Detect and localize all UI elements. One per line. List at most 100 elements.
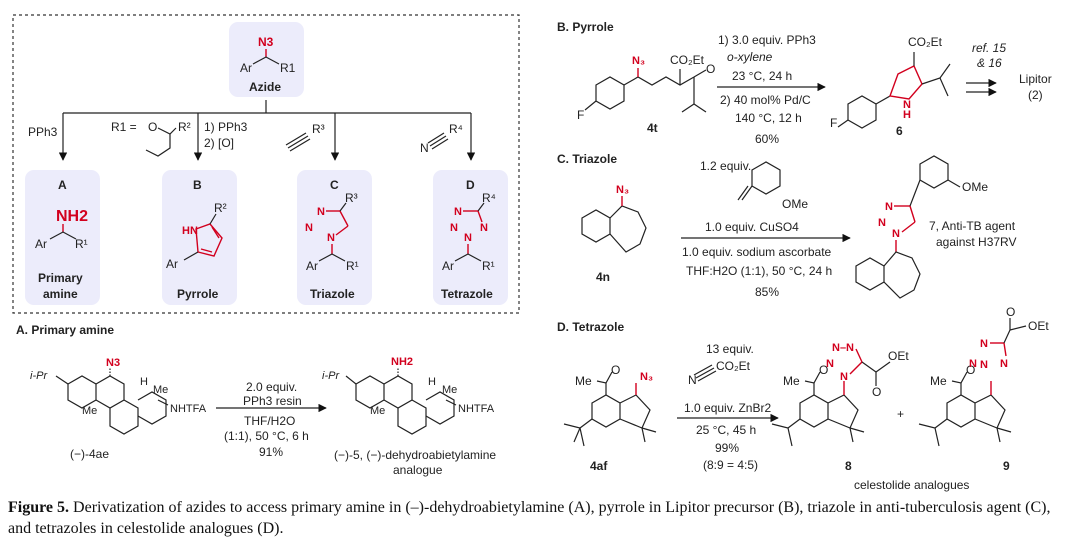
- svg-text:o-xylene: o-xylene: [727, 50, 773, 64]
- svg-text:D: D: [466, 178, 475, 192]
- substrate-4n: N₃ 4n: [581, 184, 647, 284]
- branch-b-reagent-2: 2) [O]: [204, 136, 234, 150]
- substrate-label-4ae: (−)-4ae: [70, 447, 109, 461]
- product-label-7: 7, Anti-TB agent: [929, 219, 1016, 233]
- substrate-label-4af: 4af: [590, 459, 608, 473]
- product-box-d: D R⁴ N N N N Ar R¹ Tetrazole: [433, 170, 508, 305]
- svg-text:Pyrrole: Pyrrole: [177, 287, 219, 301]
- dashed-border: [12, 14, 520, 314]
- svg-text:N₃: N₃: [616, 184, 629, 196]
- svg-text:C: C: [330, 178, 339, 192]
- svg-text:N: N: [840, 371, 848, 383]
- branch-a-reagent: PPh3: [28, 125, 58, 139]
- svg-text:85%: 85%: [755, 285, 779, 299]
- lipitor-label: Lipitor: [1019, 72, 1052, 86]
- svg-text:HN: HN: [182, 225, 198, 237]
- svg-text:against H37RV: against H37RV: [936, 235, 1017, 249]
- svg-text:25 °C, 45 h: 25 °C, 45 h: [696, 423, 756, 437]
- svg-text:140 °C, 12 h: 140 °C, 12 h: [735, 111, 802, 125]
- azide-r1: R1: [280, 61, 296, 75]
- svg-text:1.2 equiv.: 1.2 equiv.: [700, 159, 751, 173]
- product-label-5: (−)-5, (−)-dehydroabietylamine: [334, 448, 496, 462]
- svg-text:NHTFA: NHTFA: [458, 403, 495, 415]
- svg-text:1.0 equiv. CuSO4: 1.0 equiv. CuSO4: [705, 220, 799, 234]
- panel-d-tetrazole: D. Tetrazole Me O N₃ 4af 13 equiv. N CO₂…: [557, 305, 1049, 492]
- panel-b-title: B. Pyrrole: [557, 20, 614, 34]
- svg-text:R⁴: R⁴: [482, 191, 496, 205]
- svg-text:2) 40 mol% Pd/C: 2) 40 mol% Pd/C: [720, 93, 811, 107]
- caption-label: Figure 5.: [8, 499, 70, 516]
- svg-text:Me: Me: [783, 374, 800, 388]
- svg-text:(8:9 = 4:5): (8:9 = 4:5): [703, 458, 758, 472]
- svg-text:N₃: N₃: [632, 55, 645, 67]
- figure-caption: Figure 5. Derivatization of azides to ac…: [8, 497, 1068, 539]
- svg-text:F: F: [830, 116, 837, 130]
- overview-scheme: N3 Ar R1 Azide PPh3 R1 = O R² 1) PPh3 2)…: [12, 14, 520, 314]
- svg-text:B: B: [193, 178, 202, 192]
- substrate-label-4t: 4t: [647, 121, 658, 135]
- product-9: Me O N N N N O OEt 9: [918, 305, 1049, 473]
- svg-text:Tetrazole: Tetrazole: [441, 287, 493, 301]
- svg-text:N: N: [420, 141, 429, 155]
- svg-text:OEt: OEt: [1028, 319, 1049, 333]
- svg-text:Triazole: Triazole: [310, 287, 355, 301]
- svg-text:N: N: [464, 232, 472, 244]
- branch-c-reagent: R³: [312, 122, 325, 136]
- product-7: OMe N N N 7, Anti-TB agent against H37RV: [855, 155, 1017, 299]
- svg-text:NHTFA: NHTFA: [170, 403, 207, 415]
- svg-text:N: N: [327, 232, 335, 244]
- svg-text:N: N: [305, 222, 313, 234]
- svg-text:1.0 equiv. ZnBr2: 1.0 equiv. ZnBr2: [684, 401, 771, 415]
- substrate-4ae: i-Pr N3 H Me Me NHTFA (−)-4ae: [30, 357, 207, 461]
- svg-text:O: O: [819, 363, 828, 377]
- svg-text:N: N: [454, 206, 462, 218]
- product-box-a: A NH2 Ar R¹ Primary amine: [25, 170, 100, 305]
- svg-text:H: H: [903, 109, 911, 121]
- svg-text:i-Pr: i-Pr: [322, 370, 340, 382]
- svg-text:13 equiv.: 13 equiv.: [706, 342, 754, 356]
- svg-text:Me: Me: [442, 384, 457, 396]
- branch-d-reagent: R⁴: [449, 122, 463, 136]
- svg-text:23 °C, 24 h: 23 °C, 24 h: [732, 69, 792, 83]
- svg-text:CO₂Et: CO₂Et: [716, 359, 751, 373]
- svg-text:& 16: & 16: [977, 56, 1002, 70]
- svg-text:O: O: [966, 363, 975, 377]
- svg-text:N₃: N₃: [640, 371, 653, 383]
- svg-text:F: F: [577, 108, 584, 122]
- svg-text:N: N: [980, 338, 988, 350]
- svg-text:Me: Me: [575, 374, 592, 388]
- product-box-b: B R² HN Ar Pyrrole: [162, 170, 237, 305]
- svg-text:O: O: [148, 120, 157, 134]
- svg-text:OMe: OMe: [962, 180, 988, 194]
- svg-text:NH2: NH2: [56, 208, 88, 225]
- product-label-6: 6: [896, 124, 903, 138]
- substrate-label-4n: 4n: [596, 270, 610, 284]
- svg-text:Ar: Ar: [442, 259, 454, 273]
- svg-text:PPh3 resin: PPh3 resin: [243, 394, 302, 408]
- svg-text:N: N: [1000, 358, 1008, 370]
- svg-text:Ar: Ar: [166, 257, 178, 271]
- svg-text:N: N: [892, 228, 900, 240]
- svg-text:THF:H2O (1:1), 50 °C, 24 h: THF:H2O (1:1), 50 °C, 24 h: [686, 264, 832, 278]
- svg-text:Me: Me: [370, 405, 385, 417]
- svg-text:amine: amine: [43, 287, 78, 301]
- svg-text:N: N: [969, 358, 977, 370]
- svg-text:O: O: [1006, 305, 1015, 319]
- svg-text:analogue: analogue: [393, 463, 443, 477]
- svg-text:O: O: [872, 385, 881, 399]
- svg-text:1) 3.0 equiv. PPh3: 1) 3.0 equiv. PPh3: [718, 33, 816, 47]
- caption-text: Derivatization of azides to access prima…: [8, 499, 1051, 537]
- svg-text:R²: R²: [178, 120, 191, 134]
- product-8: Me O N N–N N OEt O 8: [771, 342, 909, 473]
- svg-text:O: O: [706, 62, 715, 76]
- svg-text:OEt: OEt: [888, 349, 909, 363]
- svg-text:(2): (2): [1028, 88, 1043, 102]
- svg-text:Me: Me: [153, 384, 168, 396]
- azide-label: Azide: [249, 80, 281, 94]
- svg-text:60%: 60%: [755, 132, 779, 146]
- svg-text:99%: 99%: [715, 441, 739, 455]
- celestolide-label: celestolide analogues: [854, 478, 969, 492]
- svg-text:(1:1), 50 °C, 6 h: (1:1), 50 °C, 6 h: [224, 429, 309, 443]
- product-5: i-Pr NH2 H Me Me NHTFA (−)-5, (−)-dehydr…: [322, 356, 496, 477]
- branch-b-reagent-1: 1) PPh3: [204, 120, 248, 134]
